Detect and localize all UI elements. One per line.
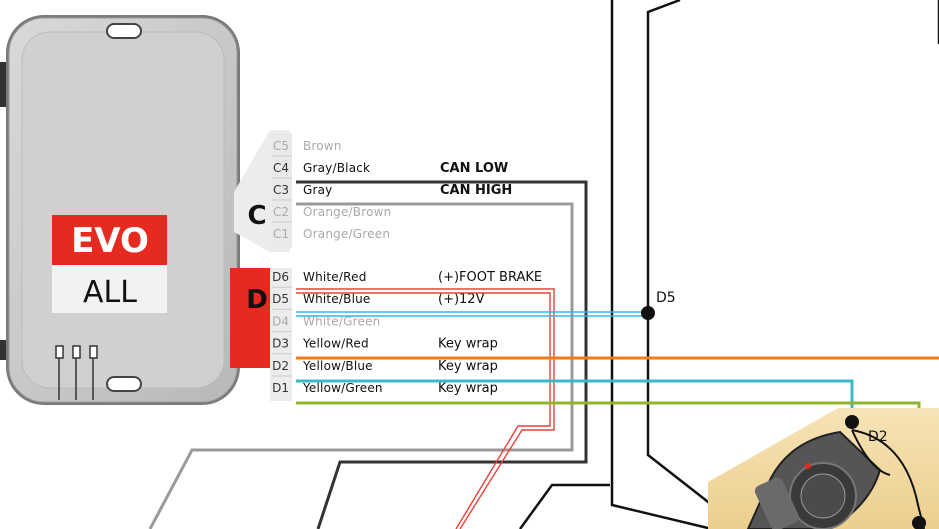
pin-label-d2: D2 [272, 359, 289, 373]
wire-color-d4: White/Green [303, 314, 380, 328]
junction-d5-dot [641, 306, 655, 320]
function-d1: Key wrap [438, 381, 498, 396]
can-wires [148, 180, 588, 529]
pin-label-d4: D4 [272, 314, 289, 328]
brand-all: ALL [83, 275, 137, 310]
pin-label-c5: C5 [273, 139, 289, 153]
junction-d1-dot [912, 516, 926, 529]
connector-c-letter: C [247, 201, 266, 231]
connector-d-letter: D [246, 285, 268, 315]
key-fob-image [708, 408, 939, 529]
wire-color-c1: Orange/Green [303, 227, 390, 241]
wire-color-d5: White/Blue [303, 292, 371, 306]
pin-label-d3: D3 [272, 337, 289, 351]
wire-color-d1: Yellow/Green [302, 381, 383, 395]
connector-d-pins: D6 White/Red (+)FOOT BRAKE D5 White/Blue (+)1… [272, 270, 542, 396]
junction-d5-label: D5 [656, 290, 676, 306]
junction-d2-label: D2 [868, 429, 888, 445]
function-d2: Key wrap [438, 359, 498, 374]
function-d6: (+)FOOT BRAKE [438, 270, 542, 285]
junction-d2-dot [845, 415, 859, 429]
wire-color-d3: Yellow/Red [302, 337, 369, 351]
wire-color-c4: Gray/Black [303, 161, 370, 175]
pin-label-c4: C4 [273, 161, 289, 175]
connector-d: D [230, 268, 292, 401]
wire-color-c2: Orange/Brown [303, 205, 391, 219]
12v-wire [296, 311, 648, 317]
function-d5: (+)12V [438, 292, 485, 307]
evo-logo-panel [52, 215, 167, 265]
pin-label-c2: C2 [273, 205, 289, 219]
function-d3: Key wrap [438, 337, 498, 352]
pin-label-d5: D5 [272, 292, 289, 306]
function-c4: CAN LOW [440, 161, 508, 176]
module-leads [55, 345, 98, 400]
pin-label-d6: D6 [272, 270, 289, 284]
ground-wire [518, 483, 610, 529]
wire-color-c3: Gray [303, 183, 333, 197]
pin-label-c3: C3 [273, 183, 289, 197]
pin-label-c1: C1 [273, 227, 289, 241]
pin-label-d1: D1 [272, 381, 289, 395]
brand-evo: EVO [71, 221, 149, 261]
wire-color-d2: Yellow/Blue [302, 359, 373, 373]
evo-all-module: EVO ALL [0, 15, 240, 405]
function-c3: CAN HIGH [440, 183, 512, 198]
wire-color-c5: Brown [303, 139, 342, 153]
wire-color-d6: White/Red [303, 270, 367, 284]
foot-brake-wire [296, 288, 555, 529]
